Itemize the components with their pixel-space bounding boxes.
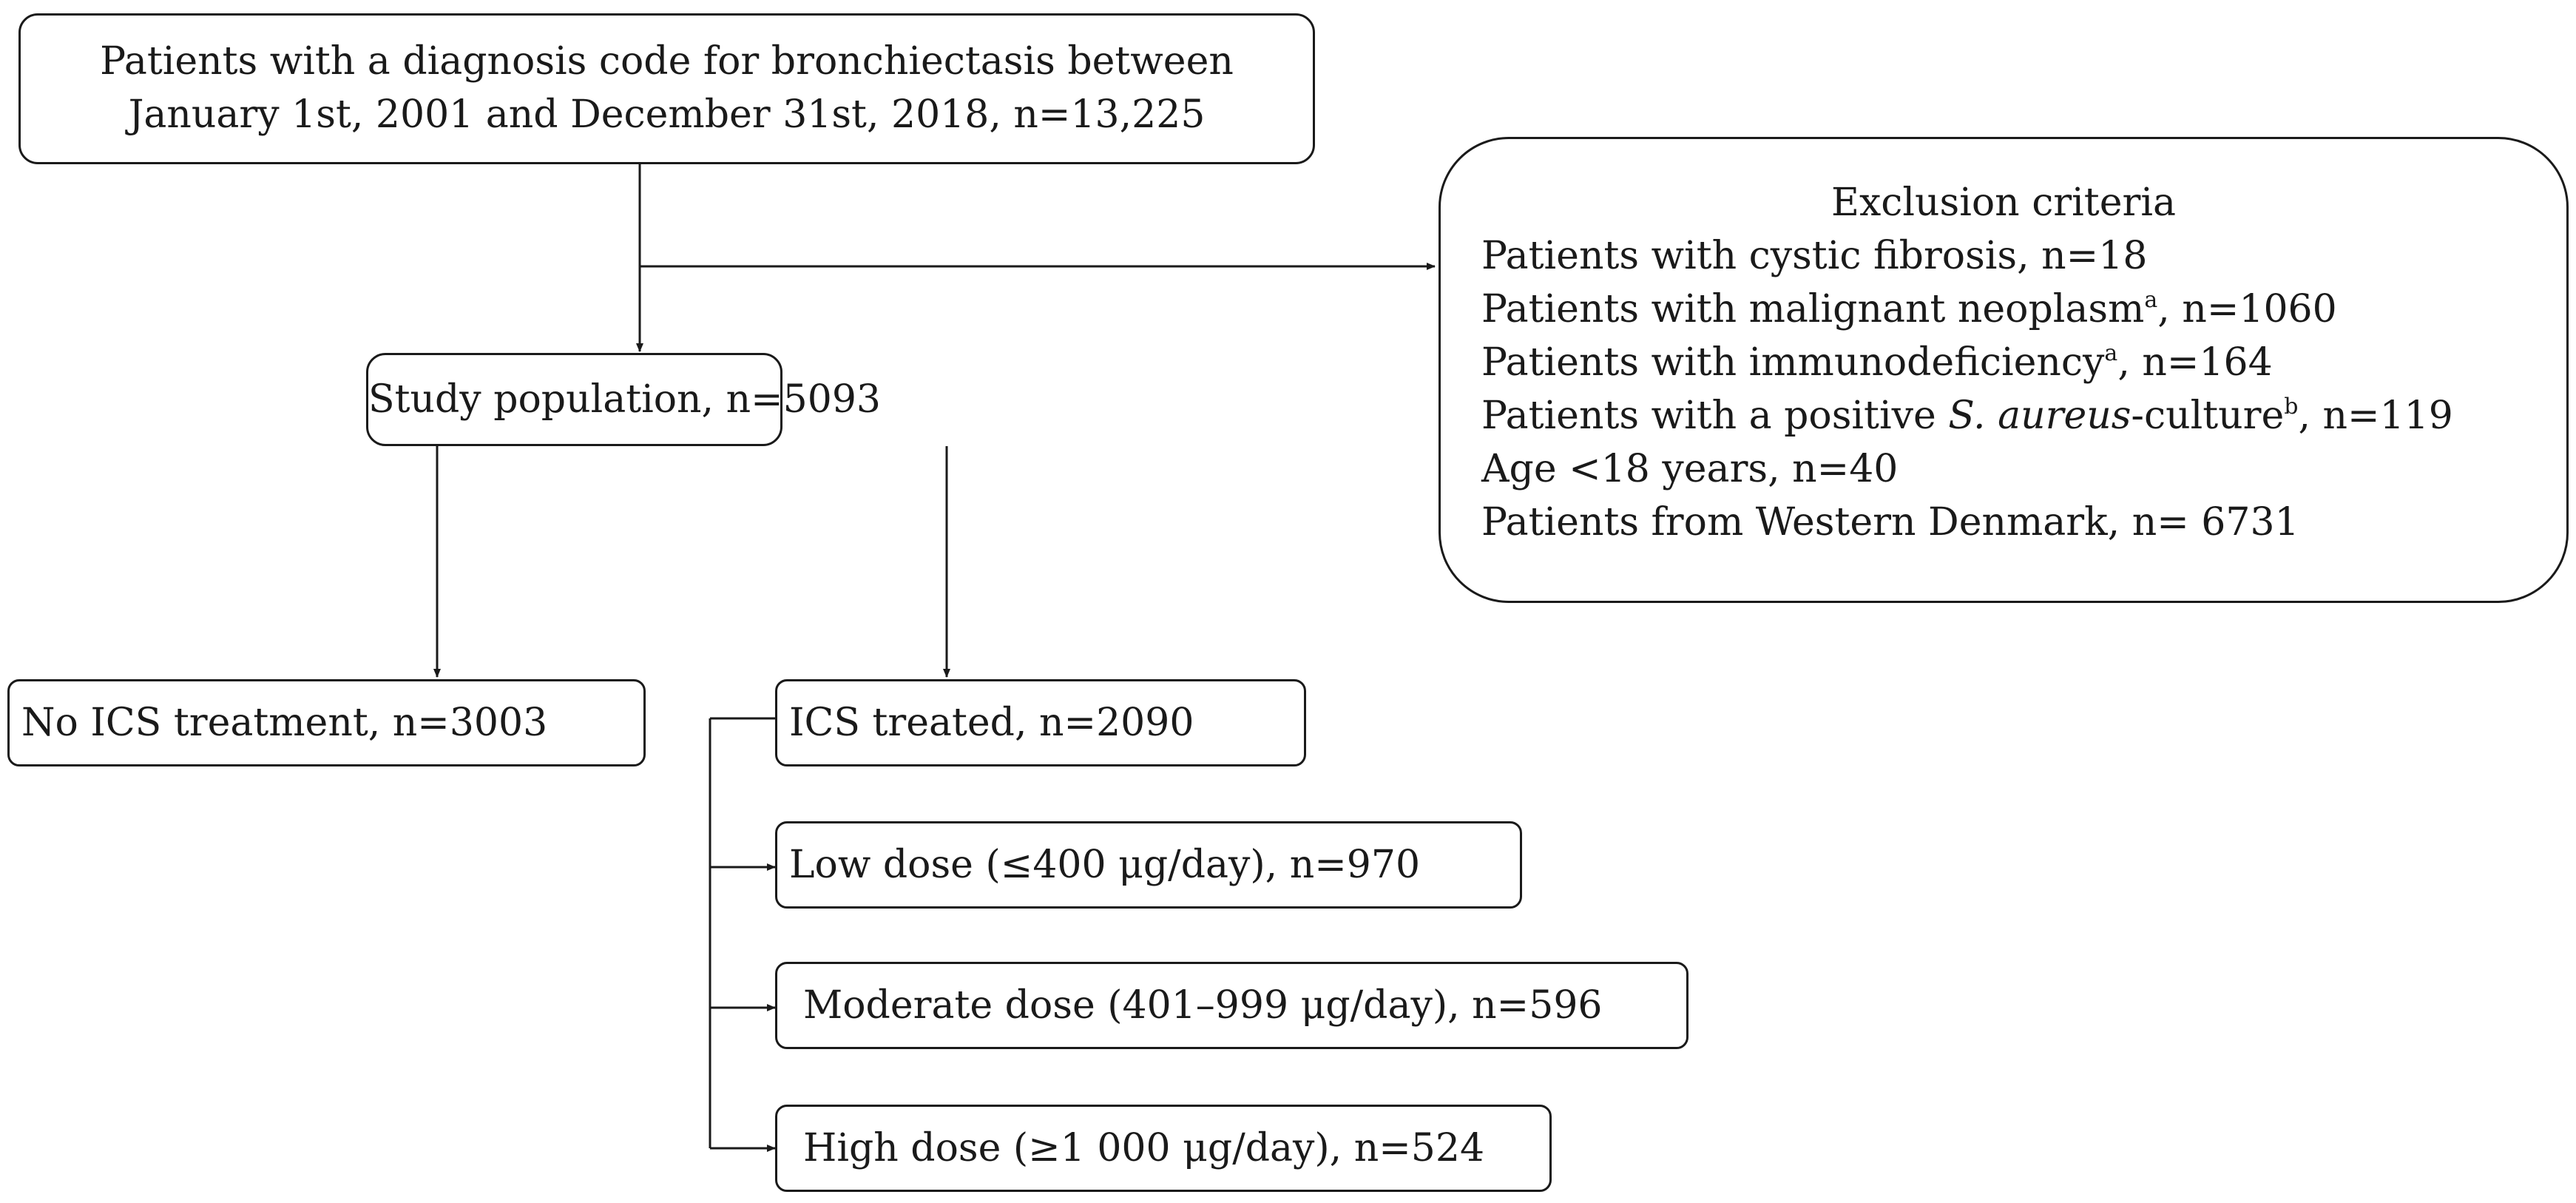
low-dose-box: Low dose (≤400 μg/day), n=970 [775,821,1522,909]
exclusion-item-western-denmark: Patients from Western Denmark, n= 6731 [1481,500,2299,545]
top-box-line-1: Patients with a diagnosis code for bronc… [100,39,1234,84]
exclusion-item-s-aureus: Patients with a positive S. aureus-cultu… [1481,394,2453,438]
high-dose-label: High dose (≥1 000 μg/day), n=524 [803,1126,1485,1170]
exclusion-criteria-box: Exclusion criteria Patients with cystic … [1439,137,2569,603]
study-population-box: Study population, n=5093 [366,353,881,446]
ics-treated-label: ICS treated, n=2090 [789,701,1194,745]
exclusion-item-cystic-fibrosis: Patients with cystic fibrosis, n=18 [1481,234,2148,278]
exclusion-item-malignant-neoplasm: Patients with malignant neoplasma, n=106… [1481,287,2337,331]
low-dose-label: Low dose (≤400 μg/day), n=970 [789,843,1421,887]
no-ics-treatment-box: No ICS treatment, n=3003 [7,679,646,766]
exclusion-title: Exclusion criteria [1831,181,2176,225]
ics-treated-box: ICS treated, n=2090 [775,679,1306,766]
study-population-label: Study population, n=5093 [368,377,881,422]
exclusion-item-immunodeficiency: Patients with immunodeficiencya, n=164 [1481,340,2273,385]
bronchiectasis-diagnosis-box: Patients with a diagnosis code for bronc… [18,13,1315,164]
no-ics-treatment-label: No ICS treatment, n=3003 [21,701,548,745]
high-dose-box: High dose (≥1 000 μg/day), n=524 [775,1105,1552,1192]
moderate-dose-label: Moderate dose (401–999 μg/day), n=596 [803,983,1603,1028]
exclusion-item-age: Age <18 years, n=40 [1481,447,1899,491]
top-box-line-2: January 1st, 2001 and December 31st, 201… [128,92,1206,137]
moderate-dose-box: Moderate dose (401–999 μg/day), n=596 [775,962,1688,1049]
